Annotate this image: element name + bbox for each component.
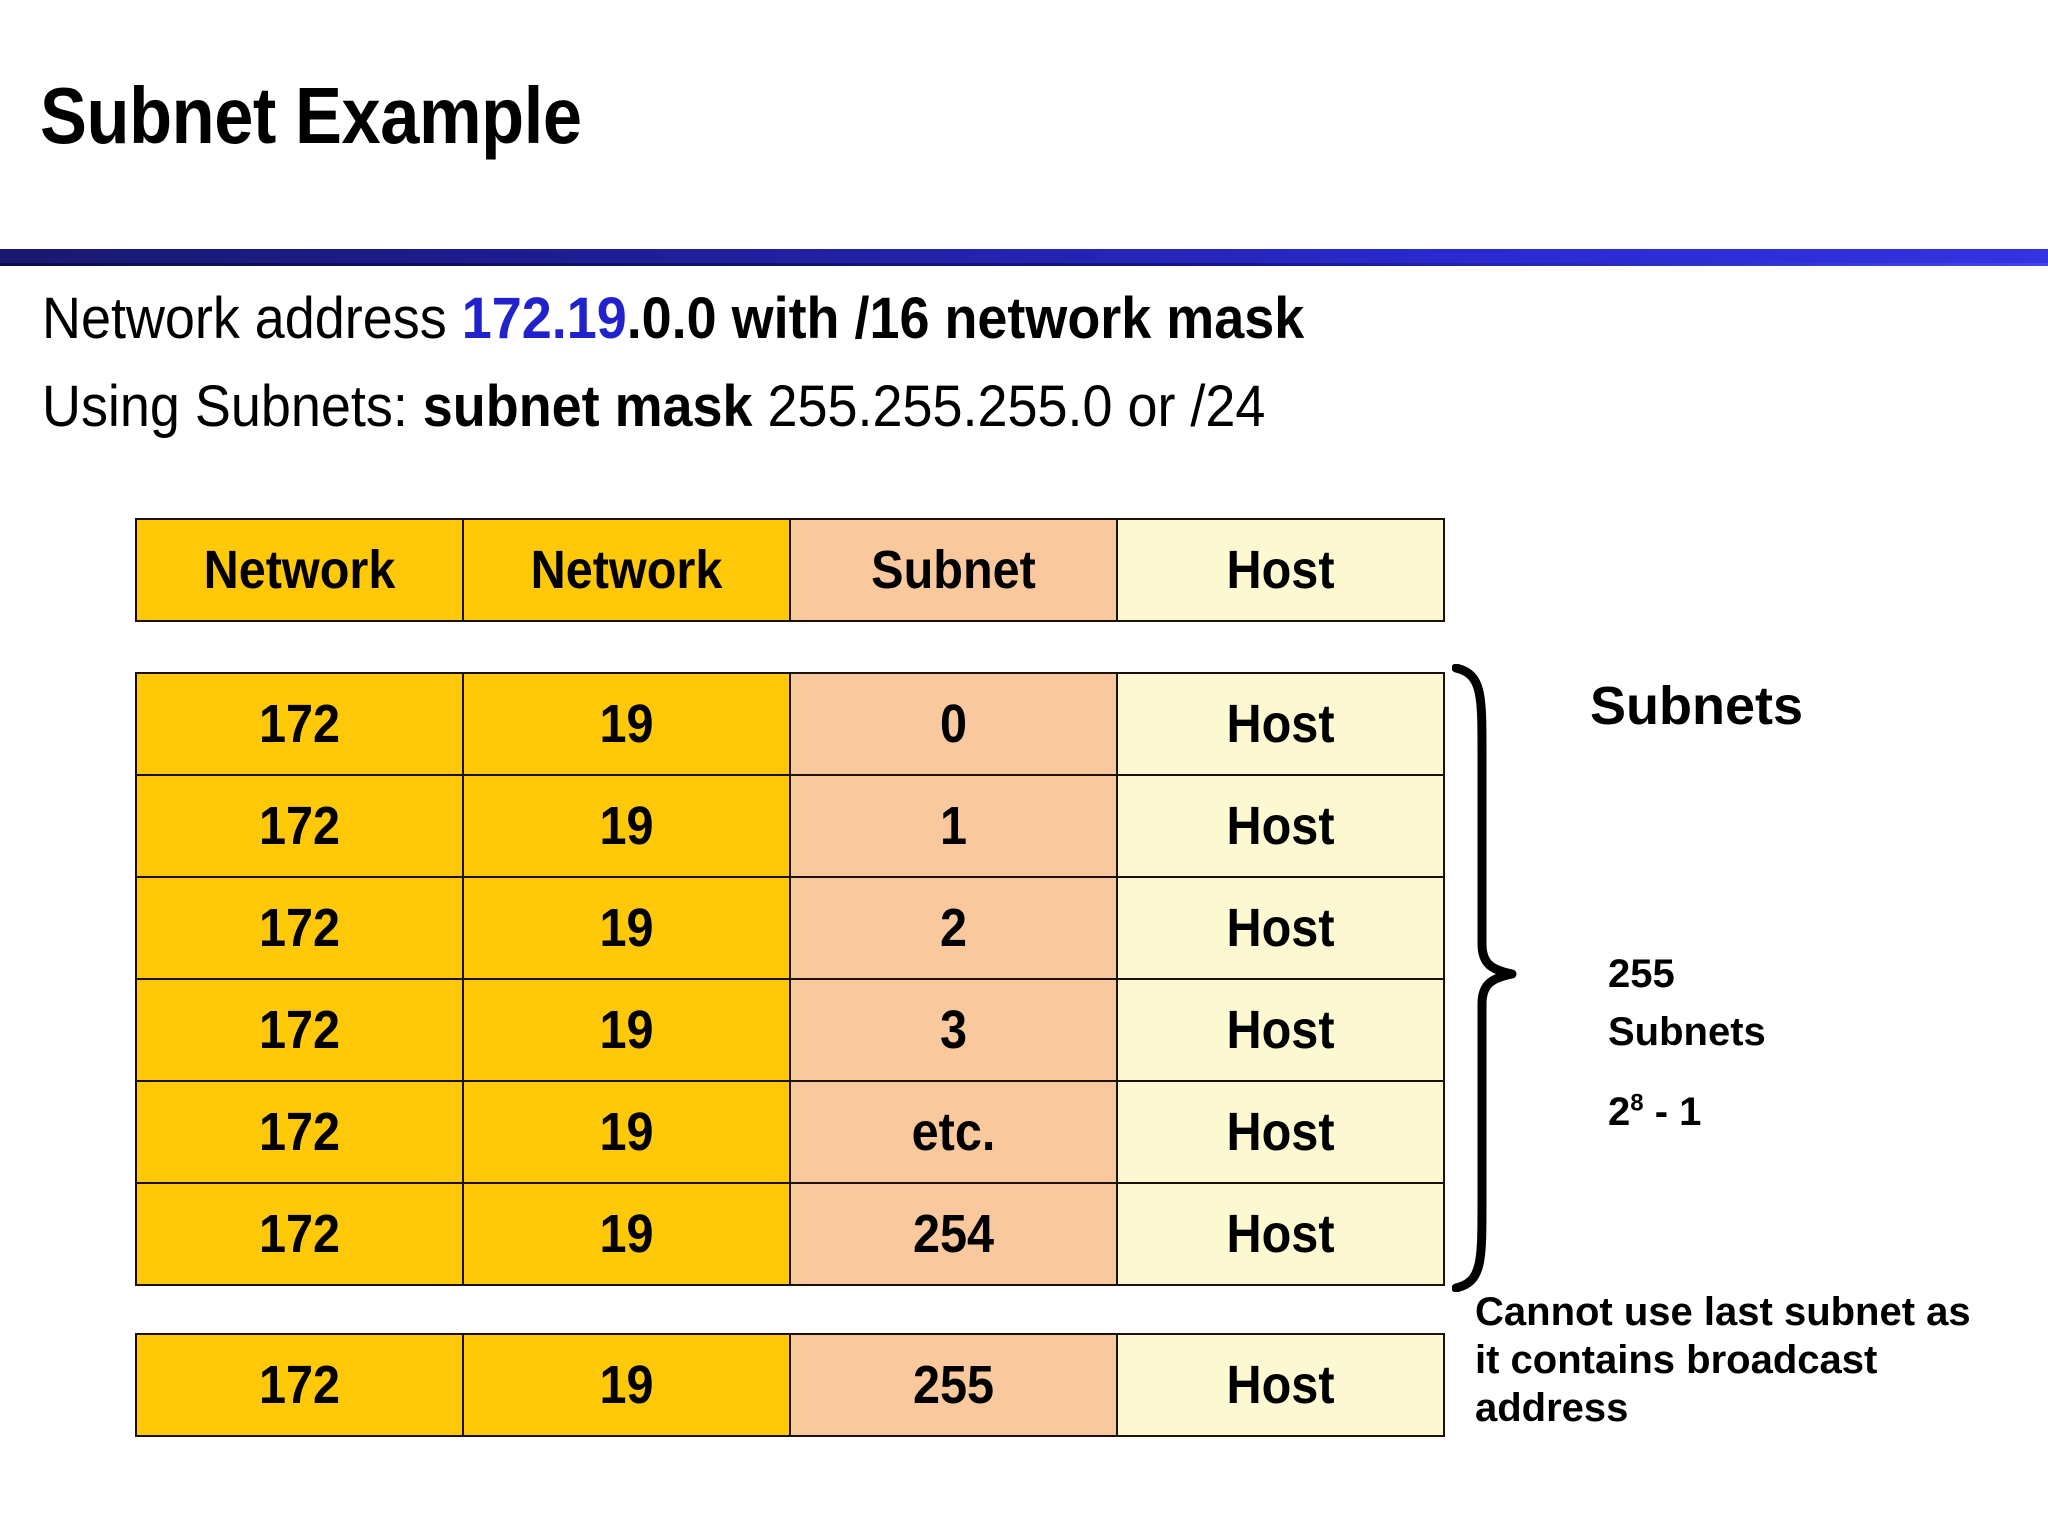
title-divider-bar <box>0 249 2048 266</box>
cell-network-2: 19 <box>462 774 791 878</box>
network-address-prefix: Network address <box>42 286 462 351</box>
network-address-suffix: .0.0 with /16 network mask <box>626 286 1305 351</box>
subnets-count-word: Subnets <box>1608 1010 1766 1054</box>
broadcast-note: Cannot use last subnet as it contains br… <box>1475 1290 1971 1430</box>
cell-network-1: 172 <box>135 1080 464 1184</box>
cell-network-1: 172 <box>135 1182 464 1286</box>
cell-host: Host <box>1116 876 1445 980</box>
subnet-table: 172 19 0 Host 172 19 1 Host 172 19 2 Hos… <box>135 672 1445 1286</box>
subnet-mask-prefix: Using Subnets: <box>42 374 423 439</box>
table-row: 172 19 3 Host <box>135 978 1445 1082</box>
cell-subnet: 2 <box>789 876 1118 980</box>
cell-network-2: 19 <box>462 672 791 776</box>
table-row: 172 19 1 Host <box>135 774 1445 878</box>
cell-network-2: 19 <box>462 1333 791 1437</box>
cell-network-1: 172 <box>135 876 464 980</box>
formula-exponent: 8 <box>1630 1089 1644 1117</box>
table-row-broadcast: 172 19 255 Host <box>135 1333 1445 1437</box>
cell-network-2: 19 <box>462 1080 791 1184</box>
table-row: 172 19 254 Host <box>135 1182 1445 1286</box>
header-cell-network-1: Network <box>135 518 464 622</box>
cell-network-1: 172 <box>135 774 464 878</box>
cell-host: Host <box>1116 1080 1445 1184</box>
cell-subnet: 3 <box>789 978 1118 1082</box>
cell-network-2: 19 <box>462 978 791 1082</box>
cell-host: Host <box>1116 978 1445 1082</box>
formula-base: 2 <box>1608 1090 1631 1134</box>
cell-host: Host <box>1116 672 1445 776</box>
cell-host: Host <box>1116 774 1445 878</box>
header-cell-network-2: Network <box>462 518 791 622</box>
subnets-count-label: 255 Subnets <box>1608 945 1766 1061</box>
cell-host: Host <box>1116 1182 1445 1286</box>
network-address-accent: 172.19 <box>461 286 627 351</box>
network-address-line: Network address 172.19.0.0 with /16 netw… <box>42 288 1304 350</box>
table-header-row: Network Network Subnet Host <box>135 518 1445 622</box>
cell-network-1: 172 <box>135 672 464 776</box>
cell-subnet: 254 <box>789 1182 1118 1286</box>
broadcast-subnet-table: 172 19 255 Host <box>135 1333 1445 1437</box>
page-title: Subnet Example <box>40 71 582 160</box>
header-cell-subnet: Subnet <box>789 518 1118 622</box>
subnets-formula: 28 - 1 <box>1608 1090 1701 1135</box>
curly-brace-icon <box>1452 664 1522 1292</box>
cell-subnet: etc. <box>789 1080 1118 1184</box>
subnets-count-value: 255 <box>1608 952 1675 996</box>
header-cell-host: Host <box>1116 518 1445 622</box>
subnets-label: Subnets <box>1590 676 1804 736</box>
cell-network-1: 172 <box>135 1333 464 1437</box>
cell-subnet: 255 <box>789 1333 1118 1437</box>
cell-network-2: 19 <box>462 1182 791 1286</box>
table-row: 172 19 0 Host <box>135 672 1445 776</box>
table-row: 172 19 2 Host <box>135 876 1445 980</box>
cell-network-2: 19 <box>462 876 791 980</box>
cell-host: Host <box>1116 1333 1445 1437</box>
cell-network-1: 172 <box>135 978 464 1082</box>
cell-subnet: 0 <box>789 672 1118 776</box>
subnet-mask-bold: subnet mask <box>422 374 753 439</box>
table-row: 172 19 etc. Host <box>135 1080 1445 1184</box>
subnet-mask-line: Using Subnets: subnet mask 255.255.255.0… <box>42 376 1265 438</box>
table-header: Network Network Subnet Host <box>135 518 1445 622</box>
cell-subnet: 1 <box>789 774 1118 878</box>
formula-tail: - 1 <box>1643 1090 1702 1134</box>
subnet-mask-suffix: 255.255.255.0 or /24 <box>752 374 1266 439</box>
